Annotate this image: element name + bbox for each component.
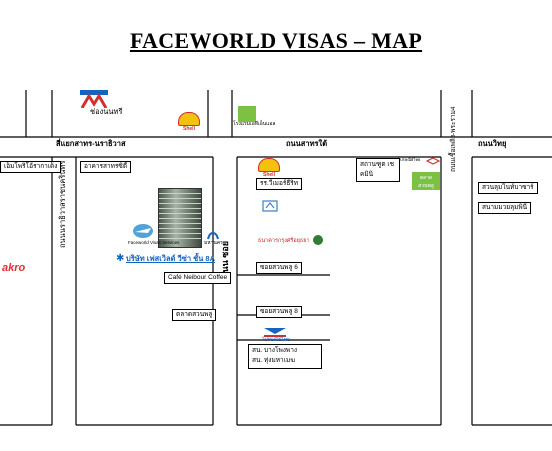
box-soi-8: ซอยสวนพลู 8 bbox=[256, 306, 302, 319]
hotel-logo-icon bbox=[238, 106, 256, 122]
box-soi-6: ซอยสวนพลู 6 bbox=[256, 262, 302, 275]
akro-logo: akro bbox=[2, 262, 26, 274]
box-suan-lum: สวนลุมไนท์บาซาร์ bbox=[478, 182, 538, 195]
label-faceworld-logo: Faceworld Visas Services bbox=[128, 240, 180, 245]
location-star-icon: ✱ bbox=[116, 253, 125, 264]
mrt-logo-icon bbox=[426, 157, 440, 165]
box-cafe: Café Neibour Coffee bbox=[164, 272, 232, 285]
road-naradhiwas-vertical: ถนนนราธิวาสราชนครินทร์ bbox=[58, 160, 67, 248]
label-police: สน. ทุ่งมหาเมฆ bbox=[252, 357, 296, 365]
page-title: FACEWORLD VISAS – MAP bbox=[129, 28, 423, 53]
mahanakorn-logo-icon bbox=[207, 232, 219, 240]
box-embassy: สถานฑูต เชคมินิ bbox=[356, 158, 400, 182]
bts-logo-icon bbox=[80, 90, 108, 108]
box-talat: ตลาดสวนพลู bbox=[172, 309, 217, 322]
label-bank: ธนาคารกรุงศรีอยุธยา bbox=[258, 238, 310, 244]
label-post-office: สน. บางโพงพาง bbox=[252, 347, 298, 354]
box-rtr: รร.วีเมอร์ธีริท bbox=[256, 178, 303, 191]
box-emporio: เอ็มโพริโอ้รากาเด็ง bbox=[0, 161, 62, 174]
bank-logo-icon bbox=[262, 200, 278, 212]
bank-emblem-icon bbox=[313, 235, 323, 245]
label-cr-line: ไปรษณีย์ไทย bbox=[398, 157, 421, 162]
box-sathorn-city: อาคารสาทรซิตี้ bbox=[80, 161, 132, 174]
thai-post-logo-icon bbox=[264, 328, 286, 337]
road-sathorn-naradhiwas: สี่แยกสาทร-นราธิวาส bbox=[56, 139, 126, 148]
label-mahanakorn: มหานคร bbox=[204, 240, 223, 246]
box-lumpini: สนามมวยลุมพินี bbox=[478, 202, 532, 215]
road-rama4-vertical: ถนนเชื้อเพลิง-พระราม4 bbox=[450, 106, 457, 173]
label-chongnonsi: ช่องนนทรี bbox=[90, 107, 123, 116]
road-south-sathorn: ถนนสาทรใต้ bbox=[286, 139, 328, 148]
green-box: ตลาดสวนพลู สถานทูต bbox=[412, 172, 440, 197]
label-hotel: โรงแรมเอทีเอ็นแอล bbox=[233, 121, 276, 127]
label-faceworld-office: บริษัท เฟสเวิลด์ วีซ่า ชั้น 8A bbox=[126, 254, 216, 263]
box-police-post: สน. บางโพงพาง สน. ทุ่งมหาเมฆ bbox=[248, 344, 322, 369]
label-thai-post: ไปรษณีย์ไทย bbox=[262, 337, 290, 343]
shell-logo-icon-2: Shell bbox=[258, 158, 280, 178]
shell-logo-icon: Shell bbox=[178, 112, 200, 132]
faceworld-logo-icon bbox=[133, 224, 153, 238]
faceworld-building-image bbox=[158, 188, 202, 248]
road-wireless: ถนนวิทยุ bbox=[478, 139, 507, 148]
